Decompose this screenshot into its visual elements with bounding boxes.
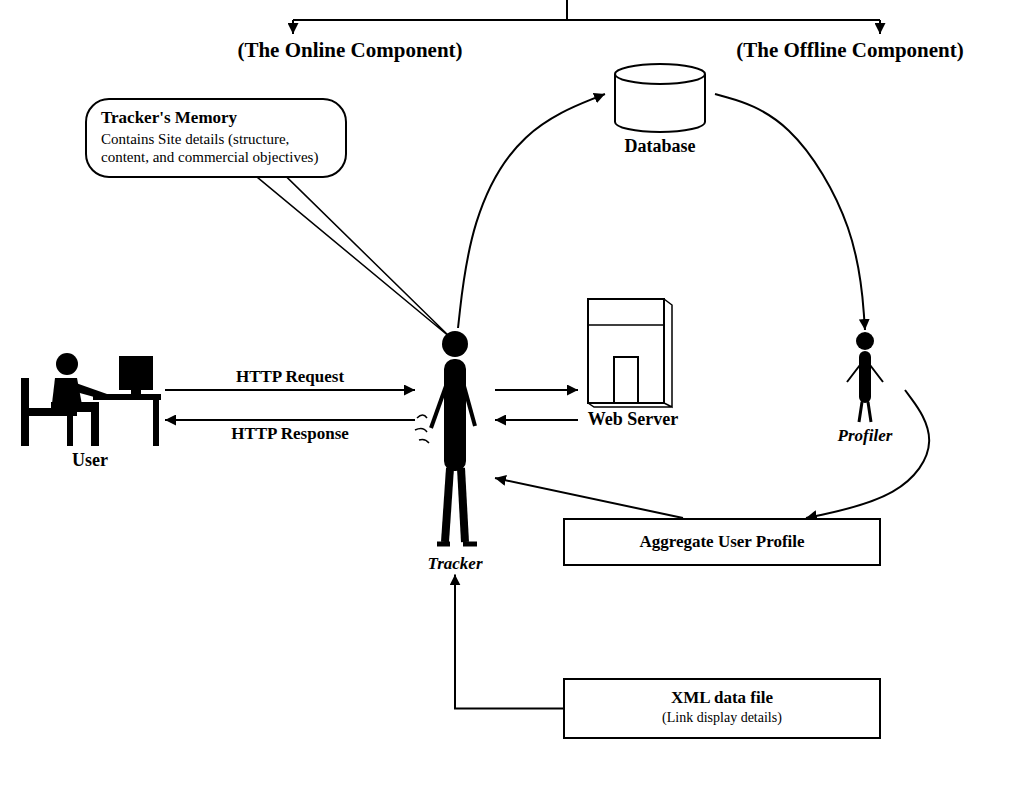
- server-door: [614, 357, 638, 403]
- tracker-head: [442, 331, 468, 357]
- component-heading: (The Online Component): [235, 38, 464, 63]
- server-edge: [588, 299, 672, 407]
- tracker-figure: Tracker: [415, 328, 495, 574]
- tracker-limb: [445, 468, 450, 542]
- bracket-bar: [293, 19, 880, 21]
- server-case: [588, 299, 664, 403]
- node-title: Aggregate User Profile: [575, 532, 869, 552]
- database-cylinder: Database: [605, 62, 715, 158]
- component-heading: (The Offline Component): [734, 38, 966, 63]
- flow-arrow: [495, 389, 578, 391]
- process-box: Aggregate User Profile: [563, 518, 881, 566]
- desk-top: [93, 394, 161, 400]
- node-title: Tracker: [415, 554, 495, 574]
- flow-arrow: [458, 94, 605, 328]
- edge-group: [165, 94, 929, 709]
- callout-tail-line: [255, 175, 451, 338]
- bracket-stem: [566, 0, 568, 20]
- database-cylinder-icon: [605, 62, 715, 136]
- user-head: [56, 353, 78, 375]
- flow-arrow: [495, 419, 578, 421]
- cylinder-top: [615, 64, 705, 84]
- flow-arrow: [455, 574, 563, 708]
- flow-arrow: [715, 94, 865, 330]
- tracker-limb: [431, 386, 446, 428]
- profiler-legs: [859, 402, 871, 422]
- user-figure-icon: [15, 350, 165, 450]
- web-server-icon: [578, 295, 688, 409]
- user-figure: User: [15, 350, 165, 472]
- node-title: Database: [605, 136, 715, 158]
- flow-arrow: [806, 390, 929, 518]
- data-file-box: XML data file (Link display details): [563, 678, 881, 739]
- node-body: Contains Site details (structure, conten…: [101, 130, 331, 166]
- flow-arrow: [165, 419, 415, 421]
- chair-leg: [67, 416, 73, 446]
- user-shin: [91, 402, 99, 446]
- node-title: XML data file: [575, 688, 869, 708]
- monitor-stand: [131, 390, 141, 394]
- tracker-figure-icon: [415, 328, 495, 554]
- node-title: Web Server: [578, 409, 688, 431]
- node-title: Tracker's Memory: [101, 108, 331, 128]
- edge-label: HTTP Request: [234, 367, 346, 387]
- callout-tail: [255, 175, 451, 338]
- monitor: [119, 356, 153, 390]
- web-server: Web Server: [578, 295, 688, 431]
- node-title: User: [15, 450, 165, 472]
- profiler-arms: [847, 365, 883, 382]
- profiler-head: [856, 332, 874, 350]
- desk-leg: [153, 400, 159, 446]
- bracket-arrow: [879, 20, 881, 34]
- tracker-limb: [464, 386, 475, 426]
- tracker-body: [444, 359, 466, 471]
- edge-label: HTTP Response: [229, 424, 351, 444]
- profiler-figure: Profiler: [825, 330, 905, 446]
- bracket-arrow: [292, 20, 294, 34]
- node-body: (Link display details): [575, 710, 869, 727]
- callout-bubble: Tracker's MemoryContains Site details (s…: [85, 98, 347, 178]
- tracker-limb: [461, 468, 465, 542]
- flow-arrow: [165, 389, 415, 391]
- motion-lines: [415, 415, 429, 443]
- tracker-limb: [463, 542, 477, 547]
- split-bracket: [293, 0, 880, 34]
- tracker-limb: [437, 542, 450, 547]
- node-title: Profiler: [825, 426, 905, 446]
- profiler-body: [859, 351, 871, 403]
- flow-arrow: [495, 478, 683, 518]
- profiler-figure-icon: [825, 330, 905, 426]
